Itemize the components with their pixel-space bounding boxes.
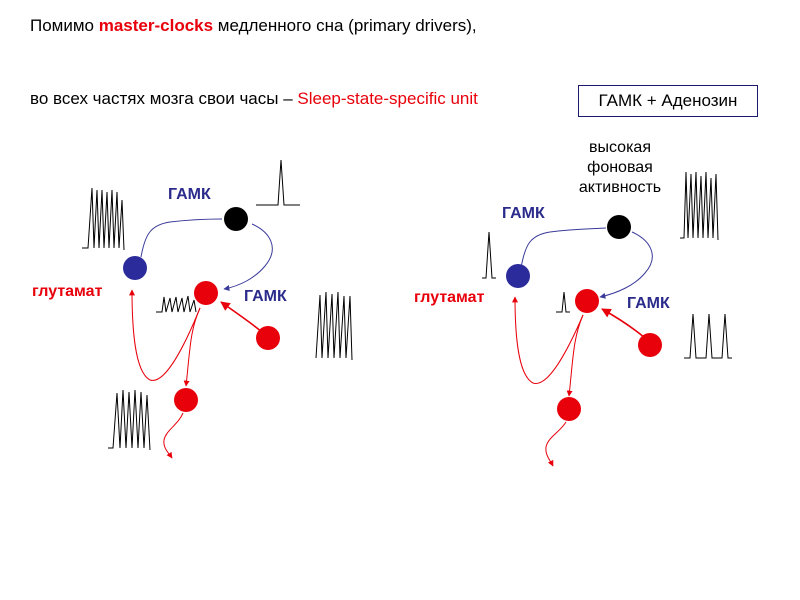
left-gaba-label-top: ГАМК — [168, 186, 211, 203]
left-spike-trace-input — [315, 291, 353, 361]
left-circuit — [82, 159, 353, 459]
left-top-neuron — [224, 207, 248, 231]
gaba-adenosine-label: ГАМК + Аденозин — [598, 91, 738, 110]
master-clocks-term: master-clocks — [98, 16, 214, 35]
left-output-neuron — [174, 388, 198, 412]
right-center-neuron — [575, 289, 599, 313]
right-top-neuron — [607, 215, 631, 239]
left-glutamate-loop — [129, 289, 201, 381]
left-spike-trace-single — [256, 159, 300, 206]
intro-line-1: Помимо master-clocks медленного сна (pri… — [30, 16, 477, 36]
left-spike-trace-burst — [82, 187, 125, 251]
right-spike-trace-gaba — [482, 231, 496, 279]
right-gaba-arrow-top — [520, 227, 607, 269]
right-glutamate-loop — [512, 296, 584, 384]
right-gaba-arrow-right — [599, 231, 653, 299]
right-glutamate-input-arrow — [601, 308, 646, 339]
right-output-axon — [545, 421, 567, 467]
gaba-adenosine-box: ГАМК + Аденозин — [578, 85, 758, 117]
intro-line-2: во всех частях мозга свои часы – Sleep-s… — [30, 89, 478, 109]
left-input-neuron — [256, 326, 280, 350]
left-center-neuron — [194, 281, 218, 305]
left-gaba-label-right: ГАМК — [244, 288, 287, 305]
left-output-axon — [163, 412, 184, 459]
right-spike-trace-burst — [680, 171, 719, 241]
left-glutamate-input-arrow — [220, 301, 263, 333]
left-glutamate-label: глутамат — [32, 283, 103, 300]
high-background-activity-label: высокая фоновая активность — [578, 139, 662, 196]
right-circuit — [482, 171, 732, 467]
intro-line-1-suffix: медленного сна (primary drivers), — [213, 16, 477, 35]
left-glutamate-arrow-down — [183, 307, 201, 387]
right-gaba-label-right: ГАМК — [627, 295, 670, 312]
left-spike-trace-center — [156, 295, 197, 313]
right-output-neuron — [557, 397, 581, 421]
intro-line-1-prefix: Помимо — [30, 16, 99, 35]
left-gaba-neuron — [123, 256, 147, 280]
right-gaba-neuron — [506, 264, 530, 288]
left-gaba-arrow-top — [140, 218, 223, 258]
right-input-neuron — [638, 333, 662, 357]
right-spike-trace-input — [684, 313, 732, 359]
sleep-unit-term: Sleep-state-specific unit — [297, 89, 478, 108]
right-glutamate-label: глутамат — [414, 289, 485, 306]
right-glutamate-arrow-down — [566, 314, 584, 397]
left-spike-trace-output — [108, 389, 151, 451]
right-spike-trace-center — [556, 291, 570, 313]
left-gaba-arrow-right — [223, 223, 273, 291]
intro-line-2-prefix: во всех частях мозга свои часы – — [30, 89, 298, 108]
right-gaba-label-top: ГАМК — [502, 205, 545, 222]
